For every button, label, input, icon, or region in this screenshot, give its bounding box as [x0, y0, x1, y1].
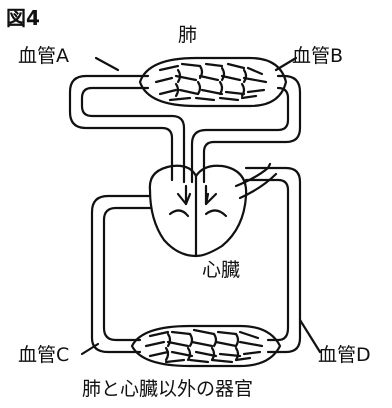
- pulmonary-vessel-loop: [68, 74, 302, 184]
- vessel-c-label: 血管C: [18, 344, 70, 366]
- leader-vessel-b: [274, 56, 298, 72]
- leader-lines: [80, 56, 322, 356]
- lung-label: 肺: [178, 24, 198, 46]
- vessel-b-label: 血管B: [292, 45, 344, 67]
- other-organs-label: 肺と心臓以外の器官: [82, 378, 254, 400]
- leader-vessel-a: [94, 56, 120, 72]
- heart: [148, 164, 248, 258]
- systemic-vessel-loop: [90, 166, 302, 354]
- leader-vessel-c: [80, 342, 100, 356]
- vessel-a-label: 血管A: [18, 45, 69, 67]
- leader-vessel-d: [298, 318, 322, 354]
- organ-capillary: [130, 324, 282, 368]
- vessel-d-label: 血管D: [318, 344, 371, 366]
- lung-capillary: [138, 56, 288, 108]
- figure-number: 図4: [6, 6, 40, 30]
- heart-label: 心臓: [202, 259, 241, 281]
